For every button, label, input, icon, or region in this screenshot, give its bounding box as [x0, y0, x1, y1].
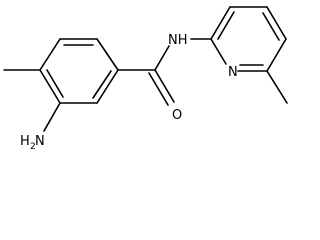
carbonyl-oxygen-label: O [172, 108, 182, 123]
bond-n1-p2 [210, 38, 227, 65]
bond-p2-p3 [210, 6, 231, 40]
bond-c5-c6 [39, 69, 61, 104]
bond-methyl-pyridine [266, 70, 288, 104]
bond-carbonyl-oxygen-double [148, 72, 169, 106]
molecule-structure: H 2 N O NH N [3, 6, 288, 152]
bond-c5-amine [43, 102, 61, 132]
amine-label: H 2 N [20, 134, 45, 152]
bond-c3-c4-inner [92, 70, 112, 99]
amine-subscript-label: 2 [30, 142, 36, 152]
amine-h-label: H [20, 134, 30, 149]
pyridine-ring [210, 6, 287, 72]
bond-c3-c4 [96, 69, 119, 104]
amide-nh-label: NH [168, 33, 188, 48]
bond-carbonyl-oxygen [154, 69, 175, 103]
benzene-ring [39, 38, 119, 104]
bond-p5-p6 [266, 38, 287, 72]
pyridine-n-label: N [228, 65, 238, 80]
bond-c6-c1 [39, 38, 61, 71]
amine-n-label: N [35, 134, 45, 149]
bond-p4-p5-inner [262, 12, 280, 41]
bond-c2-c3 [96, 38, 119, 71]
bond-c5-c6-inner [46, 69, 64, 98]
bond-carbonyl-nh [154, 45, 170, 71]
bond-p4-p5 [266, 6, 287, 40]
bond-p2-p3-inner [217, 11, 235, 40]
